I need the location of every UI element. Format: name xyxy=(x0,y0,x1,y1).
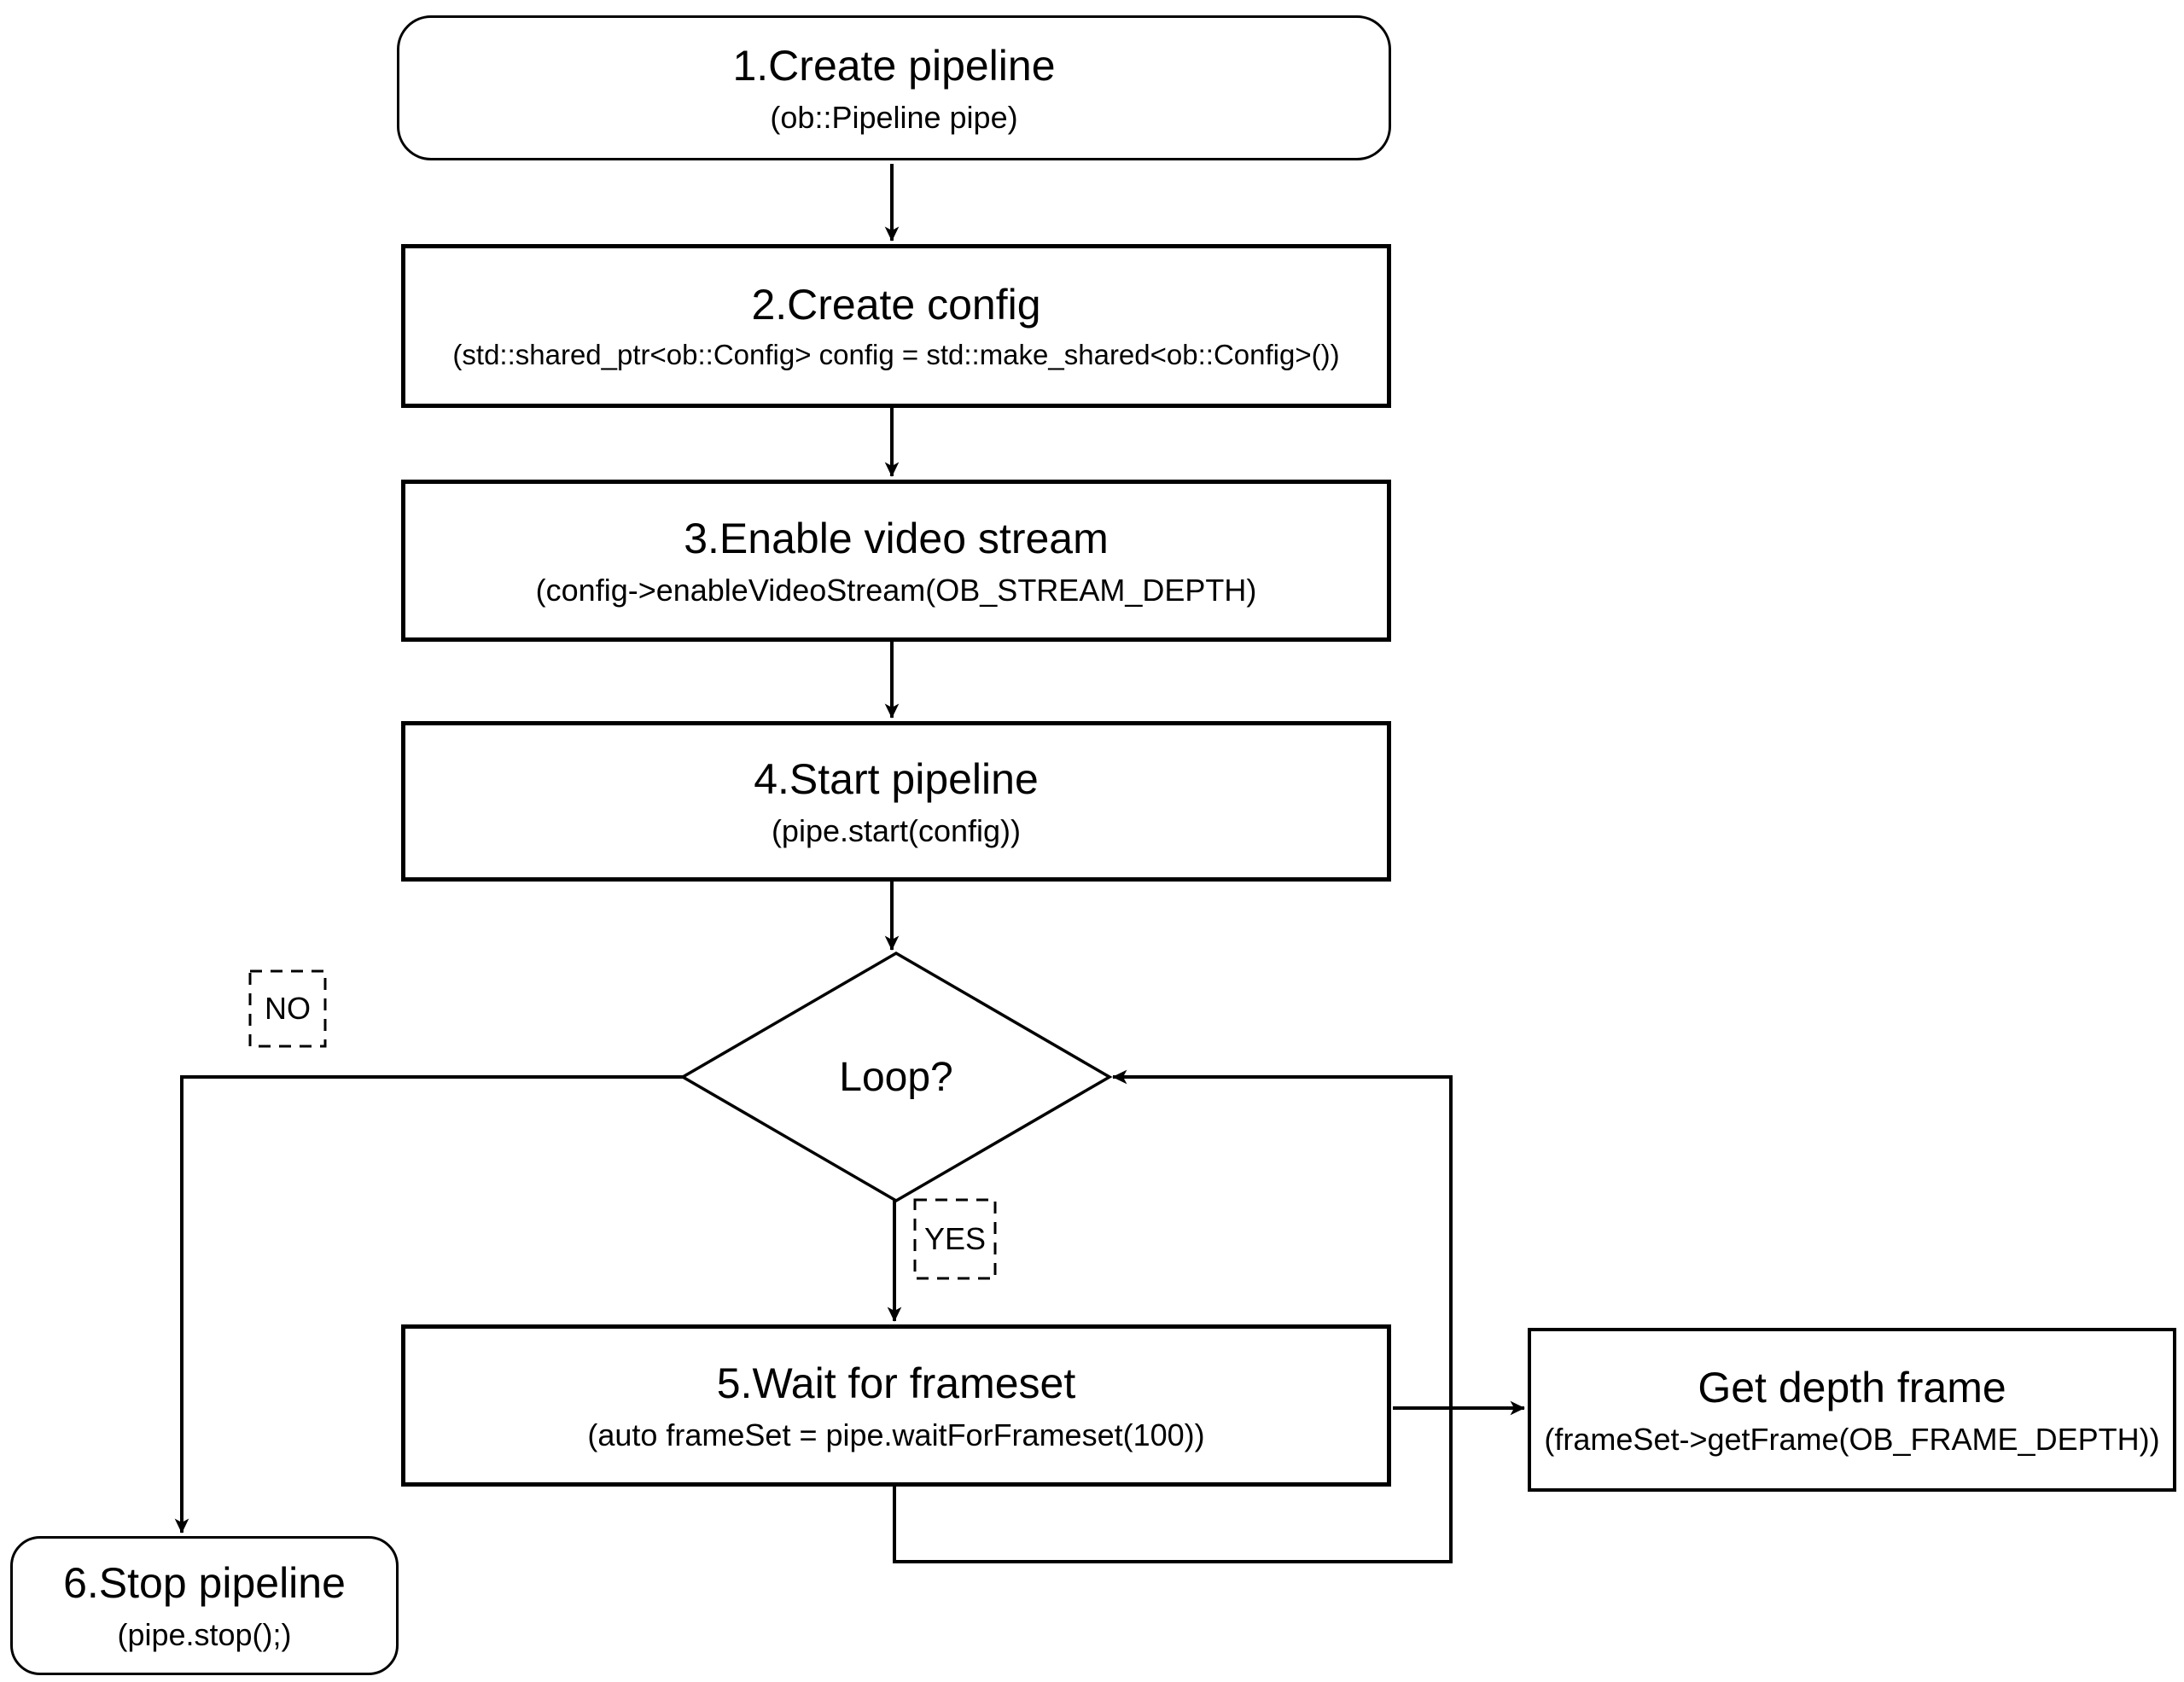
node-subtitle: (std::shared_ptr<ob::Config> config = st… xyxy=(452,339,1340,371)
edge-loop-no-to-stop-pipeline xyxy=(174,1075,683,1534)
node-subtitle: (auto frameSet = pipe.waitForFrameset(10… xyxy=(587,1417,1205,1452)
node-subtitle: (ob::Pipeline pipe) xyxy=(770,99,1018,135)
node-start-pipeline: 4.Start pipeline (pipe.start(config)) xyxy=(401,721,1391,882)
node-create-pipeline: 1.Create pipeline (ob::Pipeline pipe) xyxy=(397,15,1391,160)
node-title: 2.Create config xyxy=(751,281,1041,329)
yes-label-box xyxy=(913,1198,997,1280)
node-title: 1.Create pipeline xyxy=(732,41,1056,90)
node-loop-decision-label: Loop? xyxy=(839,1054,953,1100)
no-label-box xyxy=(248,969,327,1048)
loop-decision-diamond xyxy=(679,951,1113,1203)
node-subtitle: (pipe.stop();) xyxy=(117,1617,292,1652)
node-create-config: 2.Create config (std::shared_ptr<ob::Con… xyxy=(401,244,1391,408)
node-title: 5.Wait for frameset xyxy=(716,1359,1076,1407)
edge-label-no: NO xyxy=(265,991,311,1026)
node-title: 6.Stop pipeline xyxy=(63,1559,346,1607)
node-get-depth-frame: Get depth frame (frameSet->getFrame(OB_F… xyxy=(1528,1328,2176,1492)
node-title: 4.Start pipeline xyxy=(754,754,1039,803)
edge-label-yes: YES xyxy=(923,1221,987,1256)
node-title: 3.Enable video stream xyxy=(684,514,1109,562)
node-subtitle: (frameSet->getFrame(OB_FRAME_DEPTH)) xyxy=(1544,1421,2160,1457)
node-subtitle: (config->enableVideoStream(OB_STREAM_DEP… xyxy=(535,572,1257,608)
edge-wait-for-frameset-loop-back-to-decision xyxy=(893,1069,1453,1563)
node-stop-pipeline: 6.Stop pipeline (pipe.stop();) xyxy=(10,1536,399,1675)
node-title: Get depth frame xyxy=(1698,1363,2006,1411)
node-subtitle: (pipe.start(config)) xyxy=(771,812,1022,848)
node-wait-for-frameset: 5.Wait for frameset (auto frameSet = pip… xyxy=(401,1324,1391,1487)
node-enable-video-stream: 3.Enable video stream (config->enableVid… xyxy=(401,480,1391,642)
